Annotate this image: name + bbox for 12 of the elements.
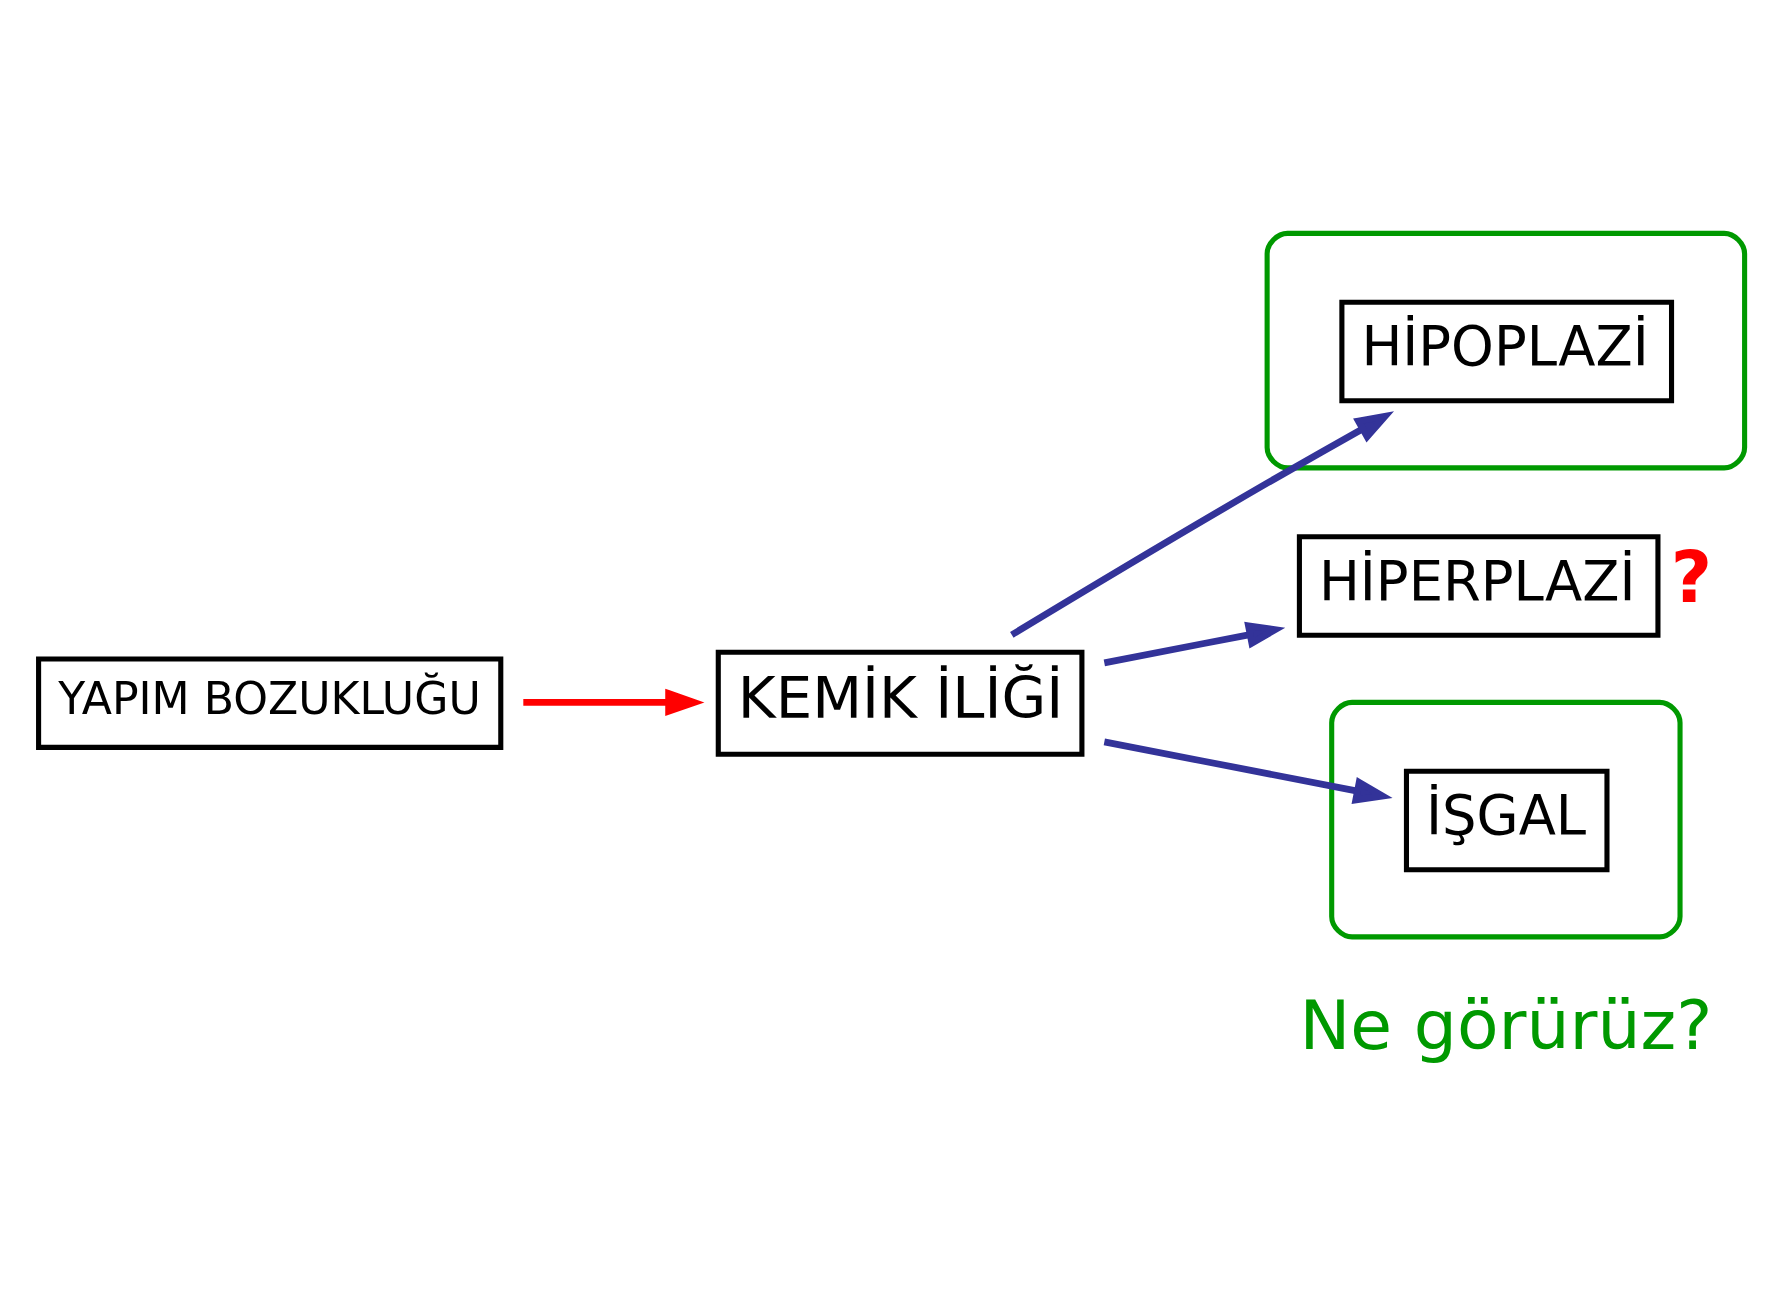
cluster bbox=[1264, 230, 1748, 470]
node-label: ? bbox=[1670, 535, 1713, 619]
node-box: KEMİK İLİĞİ bbox=[715, 649, 1085, 757]
cluster bbox=[1329, 699, 1683, 939]
node-box: HİPERPLAZİ bbox=[1296, 533, 1661, 638]
node-box: HİPOPLAZİ bbox=[1339, 299, 1675, 403]
arrow bbox=[1103, 738, 1393, 804]
arrow bbox=[1010, 410, 1394, 638]
node-box: İŞGAL bbox=[1403, 768, 1610, 872]
arrow bbox=[1103, 621, 1286, 666]
label: Ne görürüz? bbox=[1299, 985, 1713, 1065]
node-box: YAPIM BOZUKLUĞU bbox=[36, 656, 504, 750]
